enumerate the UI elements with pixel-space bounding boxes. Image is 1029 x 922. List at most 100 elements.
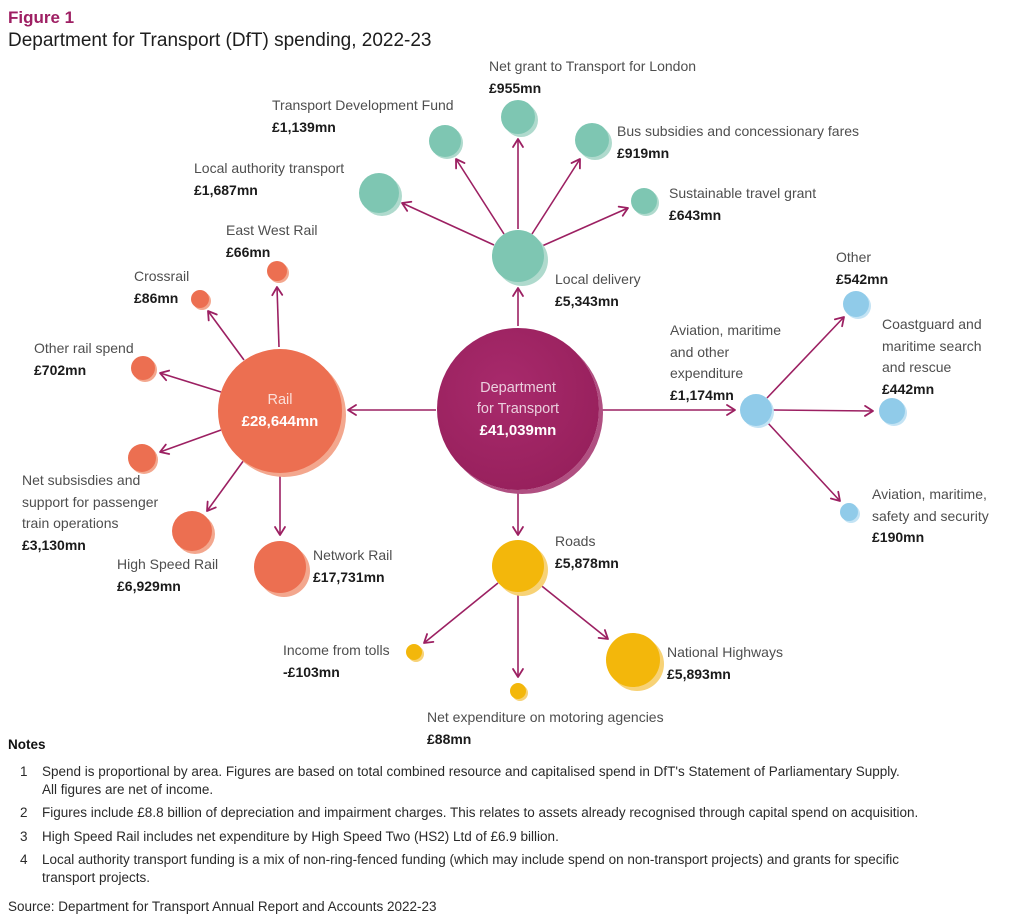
node-east-west-rail <box>267 261 287 281</box>
label-aviation-other: Other £542mn <box>836 247 888 290</box>
label-value: £5,893mn <box>667 665 731 682</box>
flow-arrow <box>772 405 874 417</box>
label-value: £66mn <box>226 243 271 260</box>
node-bus-subsidies <box>575 123 609 157</box>
label-crossrail: Crossrail£86mn <box>134 266 189 309</box>
flow-arrow <box>537 582 609 640</box>
node-value: £28,644mn <box>241 413 319 430</box>
label-text: Crossrail <box>134 268 190 284</box>
label-text: Net subsisdies and <box>22 472 141 488</box>
label-text: Other rail spend <box>34 340 134 356</box>
flow-arrow <box>455 158 505 235</box>
flow-arrow <box>423 582 499 644</box>
node-net-subsidies-passenger <box>128 444 156 472</box>
node-other-rail-spend <box>131 356 155 380</box>
notes-heading: Notes <box>8 737 46 752</box>
page-title: Department for Transport (DfT) spending,… <box>8 30 432 51</box>
label-transport-development-fund: Transport Development Fund£1,139mn <box>272 95 454 138</box>
source-line: Source: Department for Transport Annual … <box>8 899 437 914</box>
note-line: Spend is proportional by area. Figures a… <box>42 764 900 779</box>
label-value: £442mn <box>882 380 935 397</box>
node-text: Rail £28,644mn <box>242 390 319 432</box>
label-text: Income from tolls <box>283 642 390 658</box>
label-text: safety and security <box>872 507 989 524</box>
label-text: support for passenger <box>22 493 159 510</box>
label-text: Local authority transport <box>194 160 345 176</box>
label-value: £955mn <box>489 79 542 96</box>
label-value: £1,687mn <box>194 181 258 198</box>
node-aviation-safety <box>840 503 858 521</box>
note-number: 3 <box>20 828 28 844</box>
label-text: train operations <box>22 515 119 531</box>
label-other-rail-spend: Other rail spend£702mn <box>34 338 134 381</box>
label-bus-subsidies: Bus subsidies and concessionary fares£91… <box>617 121 859 164</box>
note-number: 4 <box>20 852 28 867</box>
node-local-delivery <box>492 230 544 282</box>
note-number: 2 <box>20 805 28 820</box>
flow-arrow <box>531 158 581 235</box>
label-high-speed-rail: High Speed Rail £6,929mn <box>117 554 218 597</box>
note-item: 1 Spend is proportional by area. Figures … <box>8 763 1024 798</box>
label-local-authority-transport: Local authority transport £1,687mn <box>194 158 344 201</box>
notes-list: 1 Spend is proportional by area. Figures … <box>8 763 1024 886</box>
label-value: £3,130mn <box>22 536 86 553</box>
label-text: Coastguard and <box>882 316 982 332</box>
label-text: Sustainable travel grant <box>669 185 817 201</box>
note-item: 4 Local authority transport funding is a … <box>8 851 1024 886</box>
note-text: Spend is proportional by area. Figures a… <box>42 763 1024 798</box>
label-value: £190mn <box>872 529 925 545</box>
label-text: High Speed Rail <box>117 556 219 572</box>
label-motoring-agencies: Net expenditure on motoring agencies£88m… <box>427 707 664 750</box>
label-value: £5,878mn <box>555 554 619 571</box>
note-item: 3 High Speed Rail includes net expenditur… <box>8 828 1024 846</box>
node-crossrail <box>191 290 209 308</box>
label-net-subsidies-passenger: Net subsisdies and support for passenger t… <box>22 470 158 556</box>
node-aviation-maritime <box>740 394 772 426</box>
node-income-from-tolls <box>406 644 422 660</box>
label-income-from-tolls: Income from tolls-£103mn <box>283 640 390 683</box>
node-high-speed-rail <box>172 511 212 551</box>
note-text: Local authority transport funding is a m… <box>42 851 1024 886</box>
node-rail: Rail £28,644mn <box>218 349 342 473</box>
node-motoring-agencies <box>510 683 526 699</box>
label-value: £542mn <box>836 270 889 287</box>
note-line: High Speed Rail includes net expenditure… <box>42 828 559 844</box>
note-text: High Speed Rail includes net expenditure… <box>42 828 1024 846</box>
label-text: maritime search <box>882 337 982 354</box>
note-number: 1 <box>20 764 28 779</box>
note-line: All figures are net of income. <box>42 781 214 797</box>
label-text: Other <box>836 249 872 265</box>
label-text: Net grant to Transport for London <box>489 58 697 74</box>
flow-arrow <box>159 369 222 393</box>
label-text: expenditure <box>670 365 744 381</box>
node-aviation-other <box>843 291 869 317</box>
note-text: Figures include £8.8 billion of deprecia… <box>42 804 1024 822</box>
node-national-highways <box>606 633 660 687</box>
label-value: £17,731mn <box>313 568 385 585</box>
note-item: 2 Figures include £8.8 billion of depreci… <box>8 804 1024 822</box>
label-value: £5,343mn <box>555 292 619 309</box>
label-text: Network Rail <box>313 547 393 563</box>
label-value: £643mn <box>669 206 722 223</box>
label-text: Local delivery <box>555 271 641 287</box>
label-national-highways: National Highways£5,893mn <box>667 642 783 685</box>
node-sustainable-travel-grant <box>631 188 657 214</box>
flow-arrow <box>159 429 222 455</box>
node-label: Rail <box>267 392 293 408</box>
label-value: £88mn <box>427 730 472 747</box>
label-value: £6,929mn <box>117 577 181 594</box>
node-roads <box>492 540 544 592</box>
label-value: £1,139mn <box>272 118 336 135</box>
label-roads: Roads£5,878mn <box>555 531 619 574</box>
label-east-west-rail: East West Rail£66mn <box>226 220 318 263</box>
label-value: £919mn <box>617 144 670 161</box>
node-local-authority-transport <box>359 173 399 213</box>
flow-arrow <box>401 200 495 246</box>
label-value: £1,174mn <box>670 386 734 403</box>
label-local-delivery: Local delivery £5,343mn <box>555 269 641 312</box>
flow-arrow <box>766 421 841 502</box>
